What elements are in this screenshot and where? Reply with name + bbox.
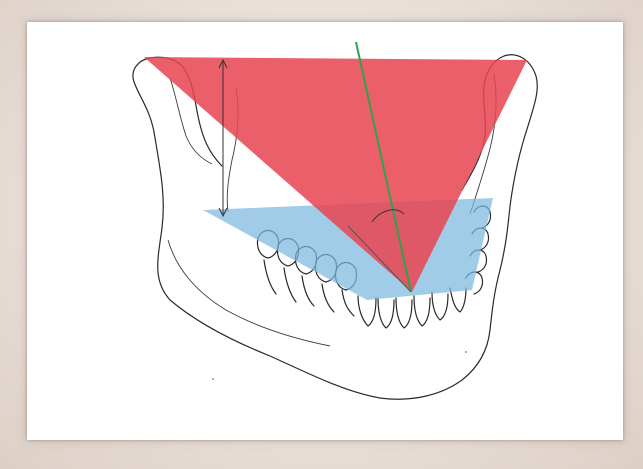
speck [212, 378, 214, 380]
speck [465, 351, 467, 353]
